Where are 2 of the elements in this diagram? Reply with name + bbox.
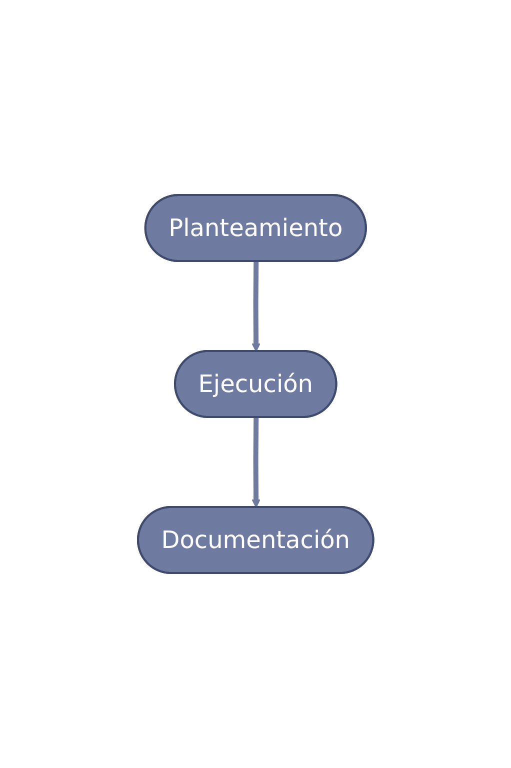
arrow <box>252 261 260 352</box>
arrow <box>252 417 260 508</box>
